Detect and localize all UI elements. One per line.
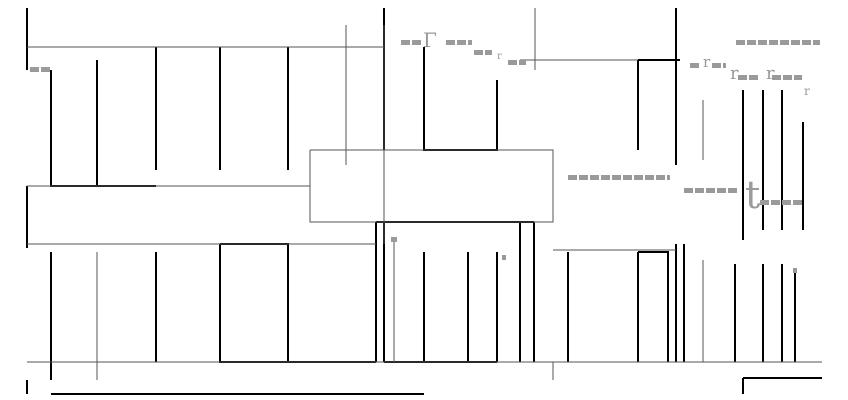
hook-glyph: t <box>745 173 761 217</box>
hook-glyph: r <box>804 84 810 98</box>
dashed-mark <box>793 268 797 273</box>
dashed-mark <box>568 175 670 180</box>
dashed-mark <box>712 63 726 68</box>
dashed-mark <box>738 75 758 80</box>
dashed-mark <box>760 200 804 205</box>
heavy-strokes <box>26 8 822 395</box>
dashed-mark <box>391 237 397 242</box>
light-strokes <box>27 8 822 380</box>
dashed-mark <box>502 255 506 260</box>
dashed-mark <box>690 63 700 68</box>
dashed-mark <box>508 60 526 65</box>
heavy-stroke <box>638 251 669 362</box>
dashed-mark <box>736 40 820 45</box>
hook-glyph: Γ <box>423 28 437 52</box>
hook-glyph: r <box>730 63 739 84</box>
heavy-stroke <box>219 243 289 363</box>
dashed-mark <box>684 188 738 193</box>
dashed-mark <box>474 50 492 55</box>
dashed-mark <box>772 75 802 80</box>
hook-glyph: r <box>497 51 502 62</box>
dashed-mark <box>401 40 423 45</box>
hook-glyph: r <box>766 63 775 84</box>
hook-glyph: r <box>703 53 711 71</box>
heavy-stroke <box>50 70 156 187</box>
heavy-stroke <box>423 47 498 151</box>
dashed-mark <box>30 67 50 72</box>
dashed-mark <box>446 40 472 45</box>
